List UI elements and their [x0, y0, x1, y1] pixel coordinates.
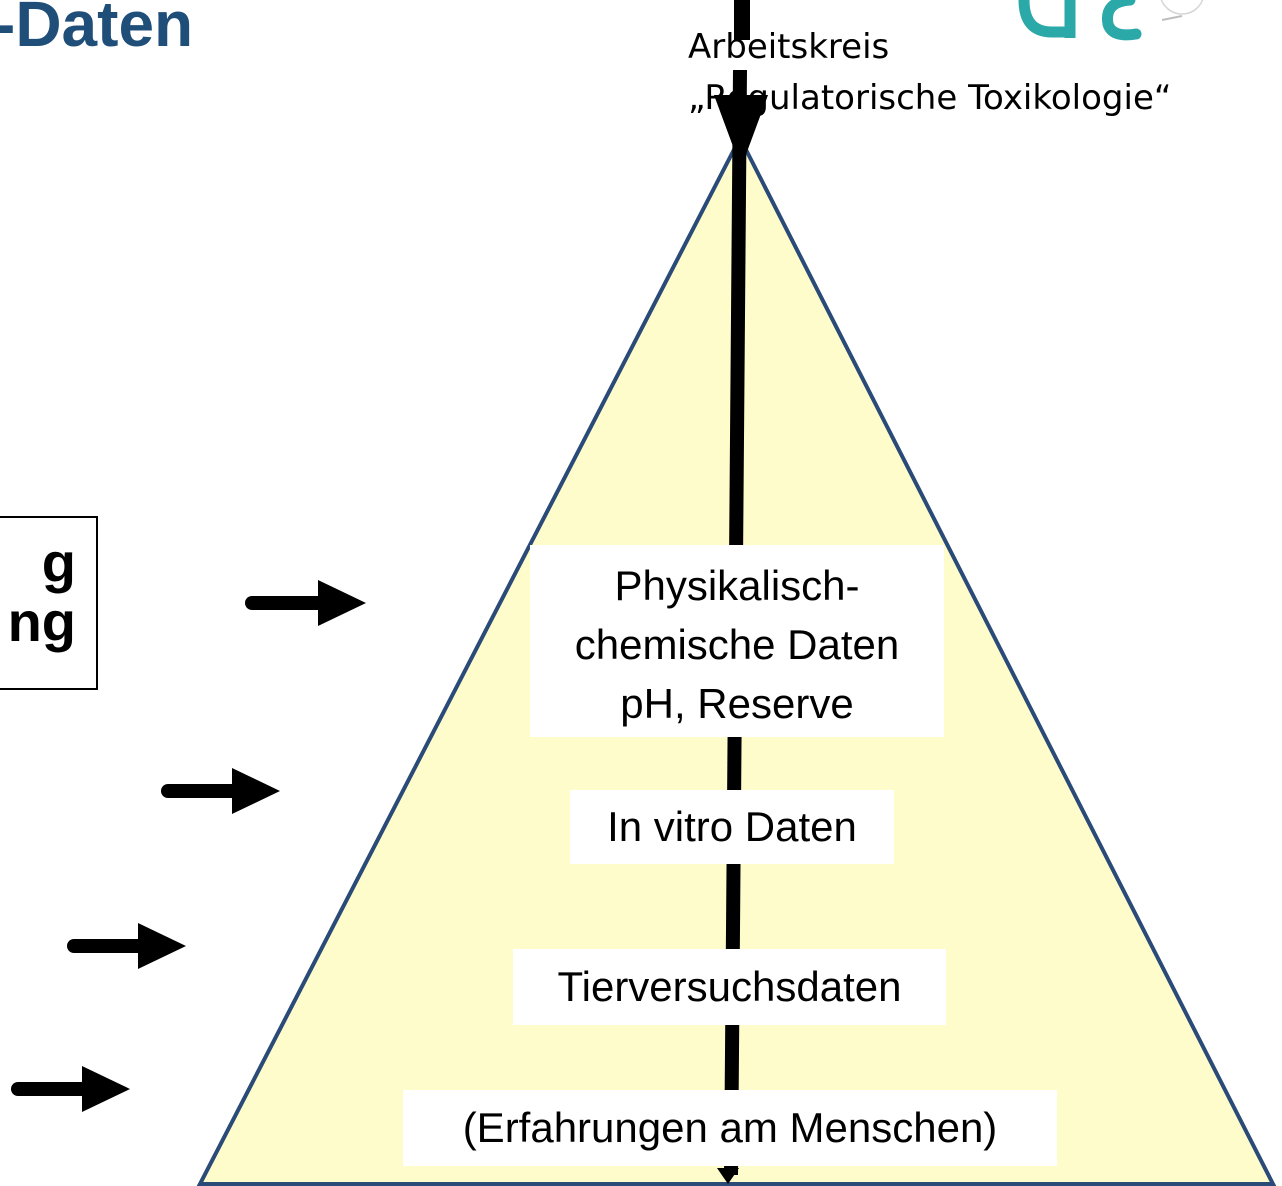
right-arrow-icon: [245, 580, 366, 626]
right-arrow-icon: [11, 1066, 130, 1112]
level-in-vitro: In vitro Daten: [570, 790, 894, 864]
level-physical-chemical: Physikalisch- chemische Daten pH, Reserv…: [530, 545, 944, 737]
level-human-experience: (Erfahrungen am Menschen): [403, 1090, 1057, 1166]
right-arrow-icon: [67, 923, 186, 969]
organization-label: Arbeitskreis „Regulatorische Toxikologie…: [688, 22, 1171, 124]
level-label-line: pH, Reserve: [620, 679, 854, 727]
down-arrow-icon: [714, 95, 768, 168]
category-box-line: ng: [7, 589, 76, 653]
page-title: -Daten: [0, 0, 194, 60]
org-label-line: Arbeitskreis: [688, 27, 890, 67]
category-box-line: g: [41, 531, 76, 594]
category-box: g ng: [0, 516, 98, 690]
level-label-line: Tierversuchsdaten: [557, 963, 902, 1010]
level-label-line: (Erfahrungen am Menschen): [462, 1104, 998, 1151]
org-label-line: „Regulatorische Toxikologie“: [688, 78, 1172, 118]
category-box-text: g ng: [7, 531, 76, 653]
level-label-line: Physikalisch-: [614, 562, 860, 609]
level-label-line: chemische Daten: [574, 620, 900, 668]
right-arrow-icon: [161, 768, 280, 814]
level-label-line: In vitro Daten: [607, 803, 857, 850]
organization-logo: [1018, 0, 1204, 41]
level-animal-data: Tierversuchsdaten: [513, 949, 946, 1025]
down-arrow-icon: [717, 1168, 739, 1184]
